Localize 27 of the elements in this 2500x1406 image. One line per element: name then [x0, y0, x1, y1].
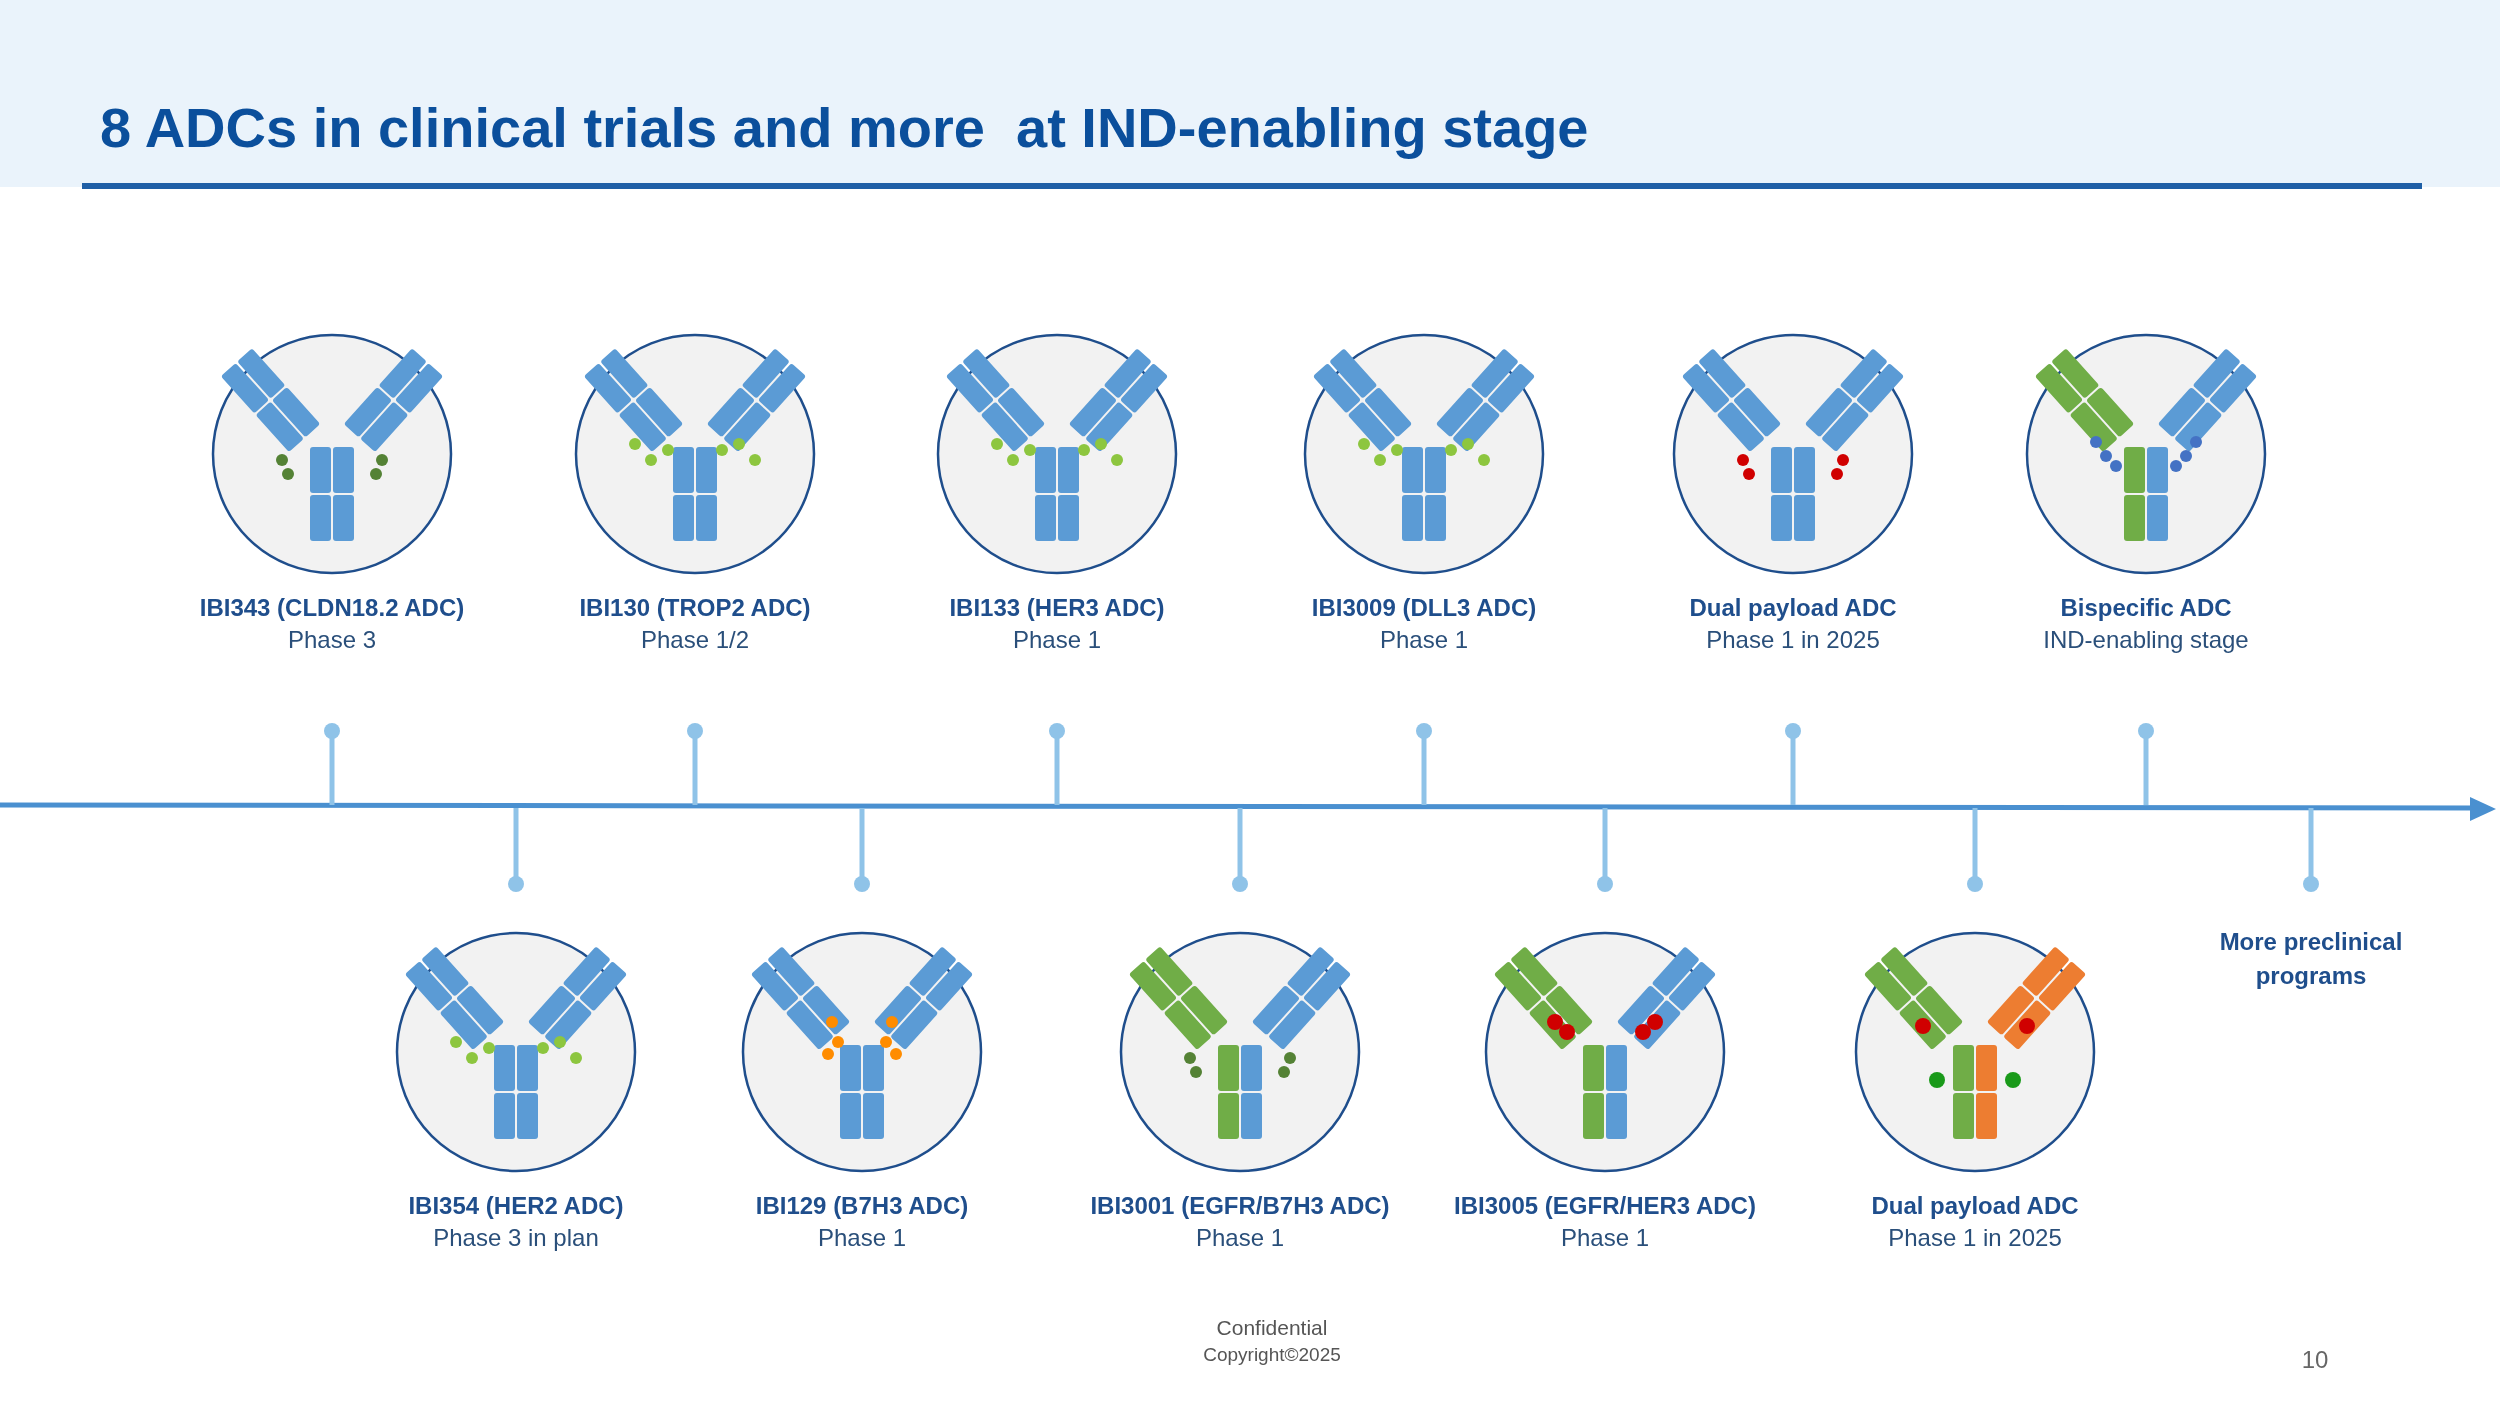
program-name: IBI3001 (EGFR/B7H3 ADC) — [1090, 1192, 1390, 1220]
program-name: IBI133 (HER3 ADC) — [949, 594, 1165, 622]
program-stage: Phase 1/2 — [640, 626, 750, 654]
slide-title: 8 ADCs in clinical trials and more at IND-enabling stage — [100, 95, 1589, 160]
program-stage: Phase 1 in 2025 — [1706, 626, 1880, 654]
program-stage: IND-enabling stage — [2043, 626, 2249, 654]
program-stage: Phase 3 — [287, 626, 377, 654]
program-stage: Phase 1 — [817, 1224, 907, 1252]
program-stage: Phase 1 — [1379, 626, 1469, 654]
confidential-note: Confidential — [1215, 1316, 1329, 1340]
program-note: More preclinical programs — [2218, 927, 2404, 991]
program-name: Bispecific ADC — [2060, 594, 2232, 622]
program-name: IBI129 (B7H3 ADC) — [755, 1192, 969, 1220]
program-stage: Phase 3 in plan — [433, 1224, 599, 1252]
program-stage: Phase 1 — [1560, 1224, 1650, 1252]
program-name: IBI343 (CLDN18.2 ADC) — [199, 594, 465, 622]
program-stage: Phase 1 — [1195, 1224, 1285, 1252]
program-name: IBI130 (TROP2 ADC) — [579, 594, 811, 622]
program-stage: Phase 1 in 2025 — [1888, 1224, 2062, 1252]
program-name: IBI354 (HER2 ADC) — [408, 1192, 624, 1220]
page-number: 10 — [2300, 1346, 2330, 1374]
program-stage: Phase 1 — [1012, 626, 1102, 654]
program-name: IBI3005 (EGFR/HER3 ADC) — [1454, 1192, 1756, 1220]
program-name: Dual payload ADC — [1871, 1192, 2079, 1220]
copyright-note: Copyright©2025 — [1202, 1344, 1342, 1366]
program-name: IBI3009 (DLL3 ADC) — [1311, 594, 1537, 622]
program-name: Dual payload ADC — [1689, 594, 1897, 622]
